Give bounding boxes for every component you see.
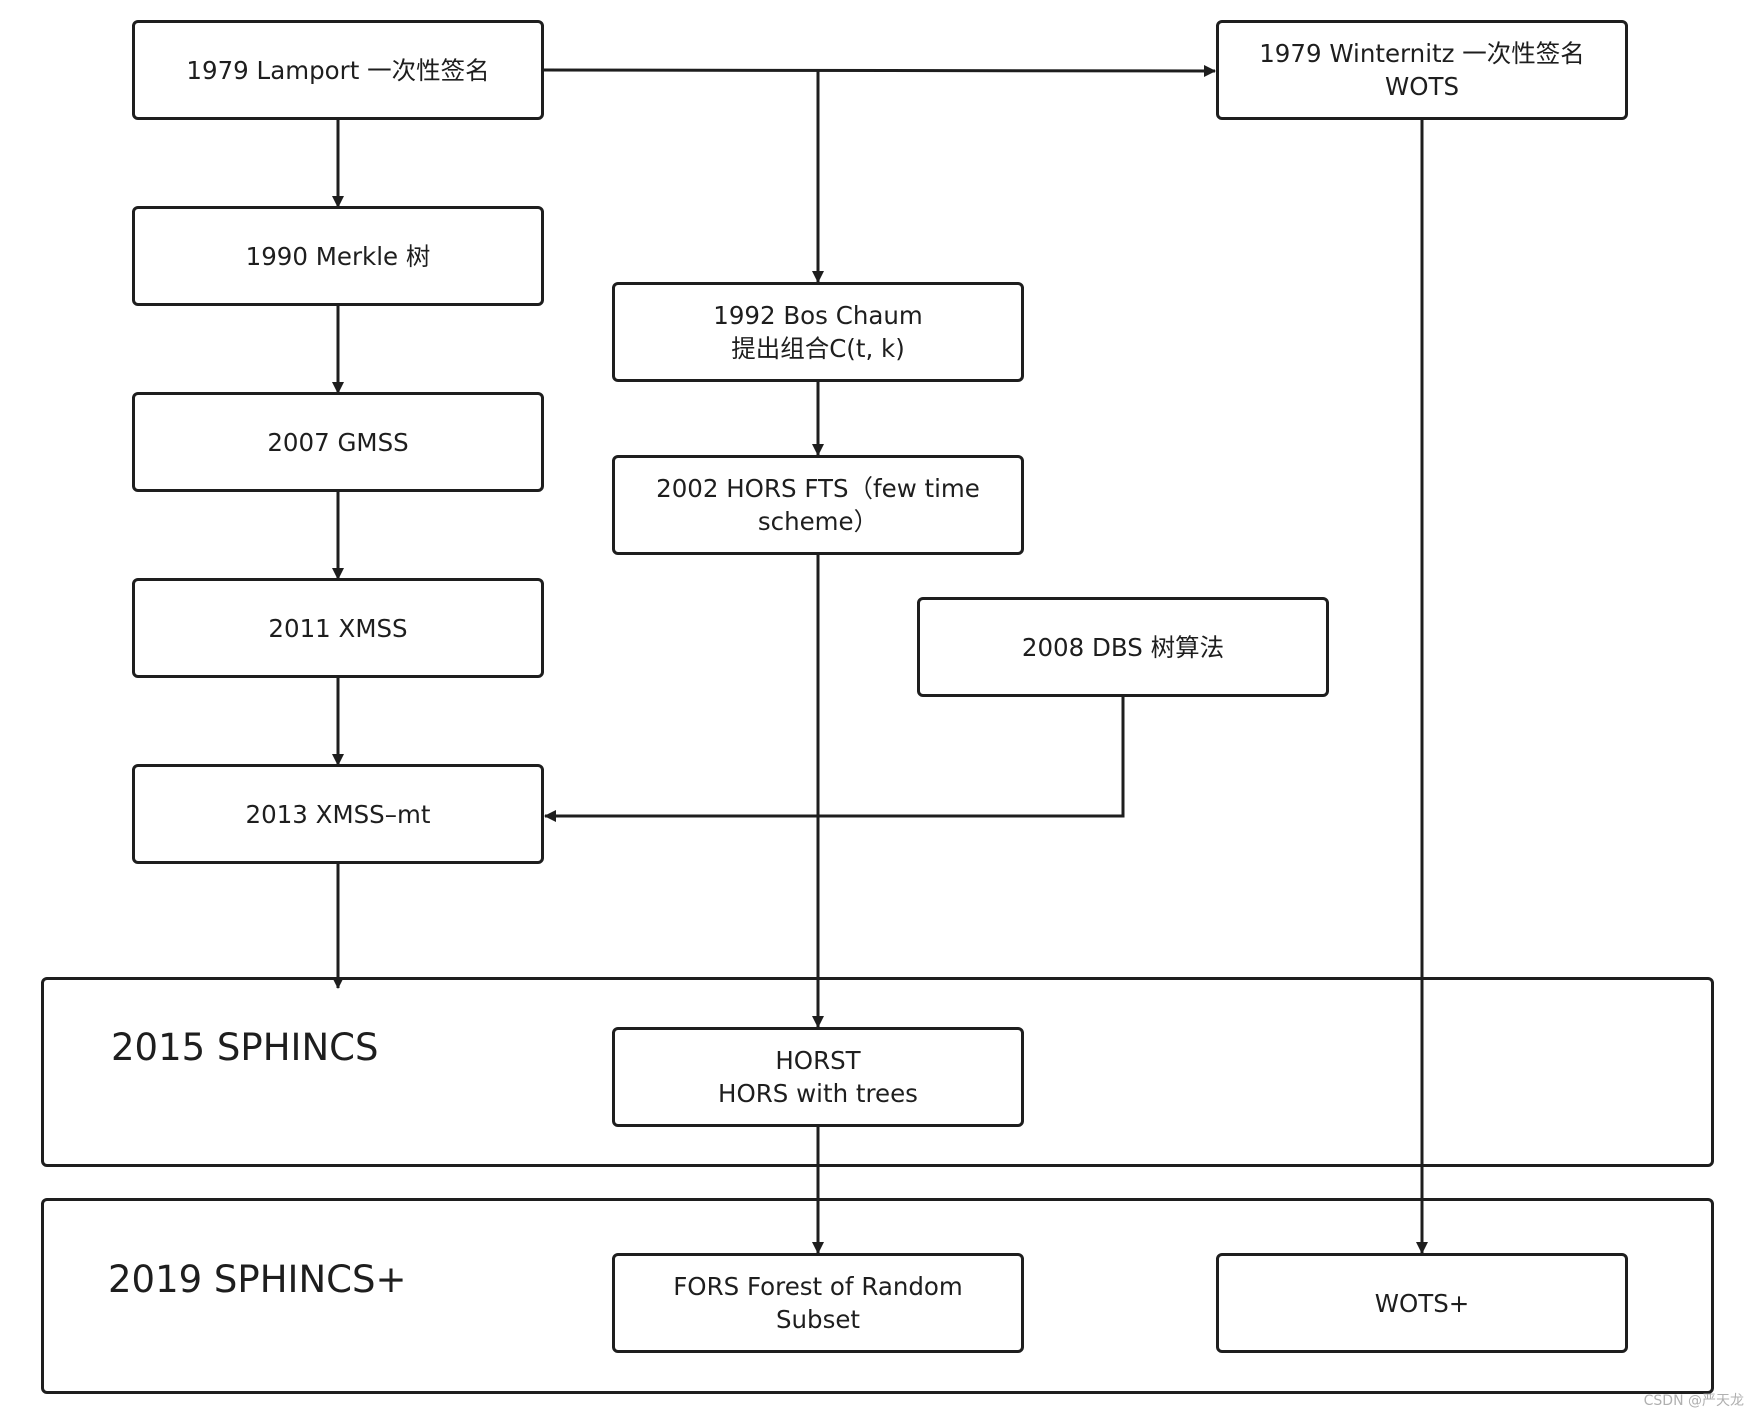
node-hors-label: 2002 HORS FTS（few time scheme） — [656, 474, 980, 536]
node-bos-chaum-label: 1992 Bos Chaum 提出组合C(t, k) — [713, 301, 923, 363]
node-fors-label: FORS Forest of Random Subset — [673, 1272, 963, 1334]
arrow-dbs-to-xmss-mt — [544, 697, 1125, 822]
node-bos-chaum: 1992 Bos Chaum 提出组合C(t, k) — [612, 282, 1024, 382]
node-wots-plus: WOTS+ — [1216, 1253, 1628, 1353]
node-dbs-label: 2008 DBS 树算法 — [1021, 632, 1225, 662]
node-lamport: 1979 Lamport 一次性签名 — [132, 20, 544, 120]
group-label-sphincs: 2015 SPHINCS — [111, 1026, 379, 1069]
node-lamport-label: 1979 Lamport 一次性签名 — [186, 55, 490, 85]
node-hors: 2002 HORS FTS（few time scheme） — [612, 455, 1024, 555]
node-fors: FORS Forest of Random Subset — [612, 1253, 1024, 1353]
node-winternitz-label: 1979 Winternitz 一次性签名 WOTS — [1259, 39, 1585, 101]
node-xmss-label: 2011 XMSS — [268, 613, 408, 643]
node-wots-plus-label: WOTS+ — [1374, 1288, 1470, 1318]
node-gmss: 2007 GMSS — [132, 392, 544, 492]
node-dbs: 2008 DBS 树算法 — [917, 597, 1329, 697]
node-horst-label: HORST HORS with trees — [718, 1046, 918, 1108]
arrow-lamport-to-winternitz — [541, 64, 1216, 77]
node-merkle: 1990 Merkle 树 — [132, 206, 544, 306]
group-label-sphincs-plus: 2019 SPHINCS+ — [108, 1258, 407, 1301]
group-sphincs-plus — [41, 1198, 1714, 1394]
watermark: CSDN @严天龙 — [1643, 1393, 1744, 1409]
node-xmss: 2011 XMSS — [132, 578, 544, 678]
node-merkle-label: 1990 Merkle 树 — [245, 241, 431, 271]
node-winternitz: 1979 Winternitz 一次性签名 WOTS — [1216, 20, 1628, 120]
node-horst: HORST HORS with trees — [612, 1027, 1024, 1127]
group-sphincs — [41, 977, 1714, 1167]
node-xmss-mt-label: 2013 XMSS–mt — [245, 799, 431, 829]
node-gmss-label: 2007 GMSS — [267, 427, 409, 457]
node-xmss-mt: 2013 XMSS–mt — [132, 764, 544, 864]
